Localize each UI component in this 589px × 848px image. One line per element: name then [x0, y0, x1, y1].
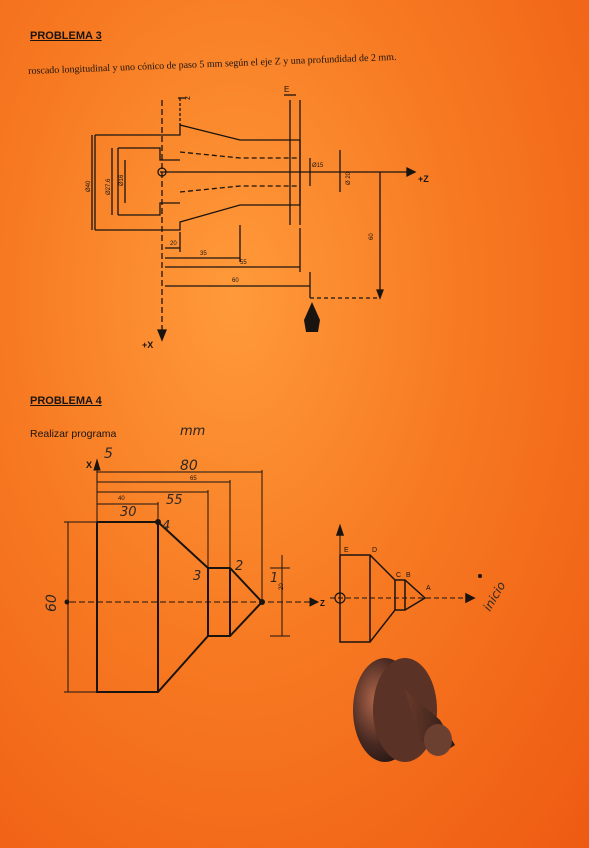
- p4-dim-65: 65: [190, 476, 197, 482]
- p3-len-60: 60: [232, 278, 239, 284]
- hand-55: 55: [166, 493, 183, 508]
- p4-axis-x: X: [86, 460, 92, 470]
- problem-4-subtitle: Realizar programa: [30, 428, 117, 440]
- p4-part-outline: [96, 521, 264, 693]
- p3-len-35: 35: [200, 251, 207, 257]
- problem-3-drawing: z E +Z +X Ø40 Ø27.6 Ø16 Ø15 Ø 20 60 20 3…: [86, 85, 429, 350]
- p4-dim-40: 40: [118, 496, 125, 502]
- p3-label-e-top: E: [284, 85, 289, 94]
- p3-label-plus-z: +Z: [418, 174, 429, 184]
- hand-1: 1: [270, 571, 278, 586]
- hand-2: 2: [235, 559, 243, 574]
- p4-small-part: [339, 554, 427, 643]
- p4-3d-render: [353, 658, 455, 762]
- p4-axis-z: Z: [320, 599, 325, 608]
- problem-3-title: PROBLEMA 3: [30, 30, 102, 42]
- hand-4: 4: [162, 519, 170, 534]
- p3-dim-15: Ø15: [312, 163, 324, 169]
- p3-dim-h60: 60: [369, 233, 375, 240]
- problem-4-drawing: X Z 65 40 20 5 80 55 30 4 3 2 1 60 inici…: [44, 446, 508, 762]
- p4-pt-d: D: [372, 547, 377, 554]
- p3-len-20: 20: [170, 241, 177, 247]
- hand-60: 60: [44, 594, 60, 612]
- problem-4-title: PROBLEMA 4: [30, 395, 102, 407]
- p3-dim-27: Ø27.6: [106, 178, 112, 195]
- p3-label-z-top: z: [183, 96, 192, 100]
- p4-pt-c: C: [396, 572, 401, 579]
- p3-outline-bottom: [95, 204, 300, 231]
- p3-dim-16: Ø16: [119, 174, 125, 186]
- handwritten-mm: mm: [180, 424, 206, 439]
- p4-pt-e: E: [344, 547, 349, 554]
- p4-pt-b: B: [406, 572, 411, 579]
- hand-5: 5: [104, 446, 113, 462]
- hand-inicio: inicio: [480, 579, 508, 613]
- hand-80: 80: [180, 458, 198, 474]
- p3-dim-40: Ø40: [86, 180, 92, 192]
- p3-len-55: 55: [240, 260, 247, 266]
- p4-dim-20: 20: [279, 583, 285, 590]
- hand-3: 3: [193, 569, 201, 584]
- p4-pt-a: A: [426, 585, 431, 592]
- p3-outline-top: [95, 124, 300, 141]
- p3-dim-20: Ø 20: [346, 171, 352, 185]
- p3-cutting-tool: [304, 302, 320, 332]
- hand-30: 30: [120, 505, 137, 520]
- p3-label-plus-x: +X: [142, 340, 153, 350]
